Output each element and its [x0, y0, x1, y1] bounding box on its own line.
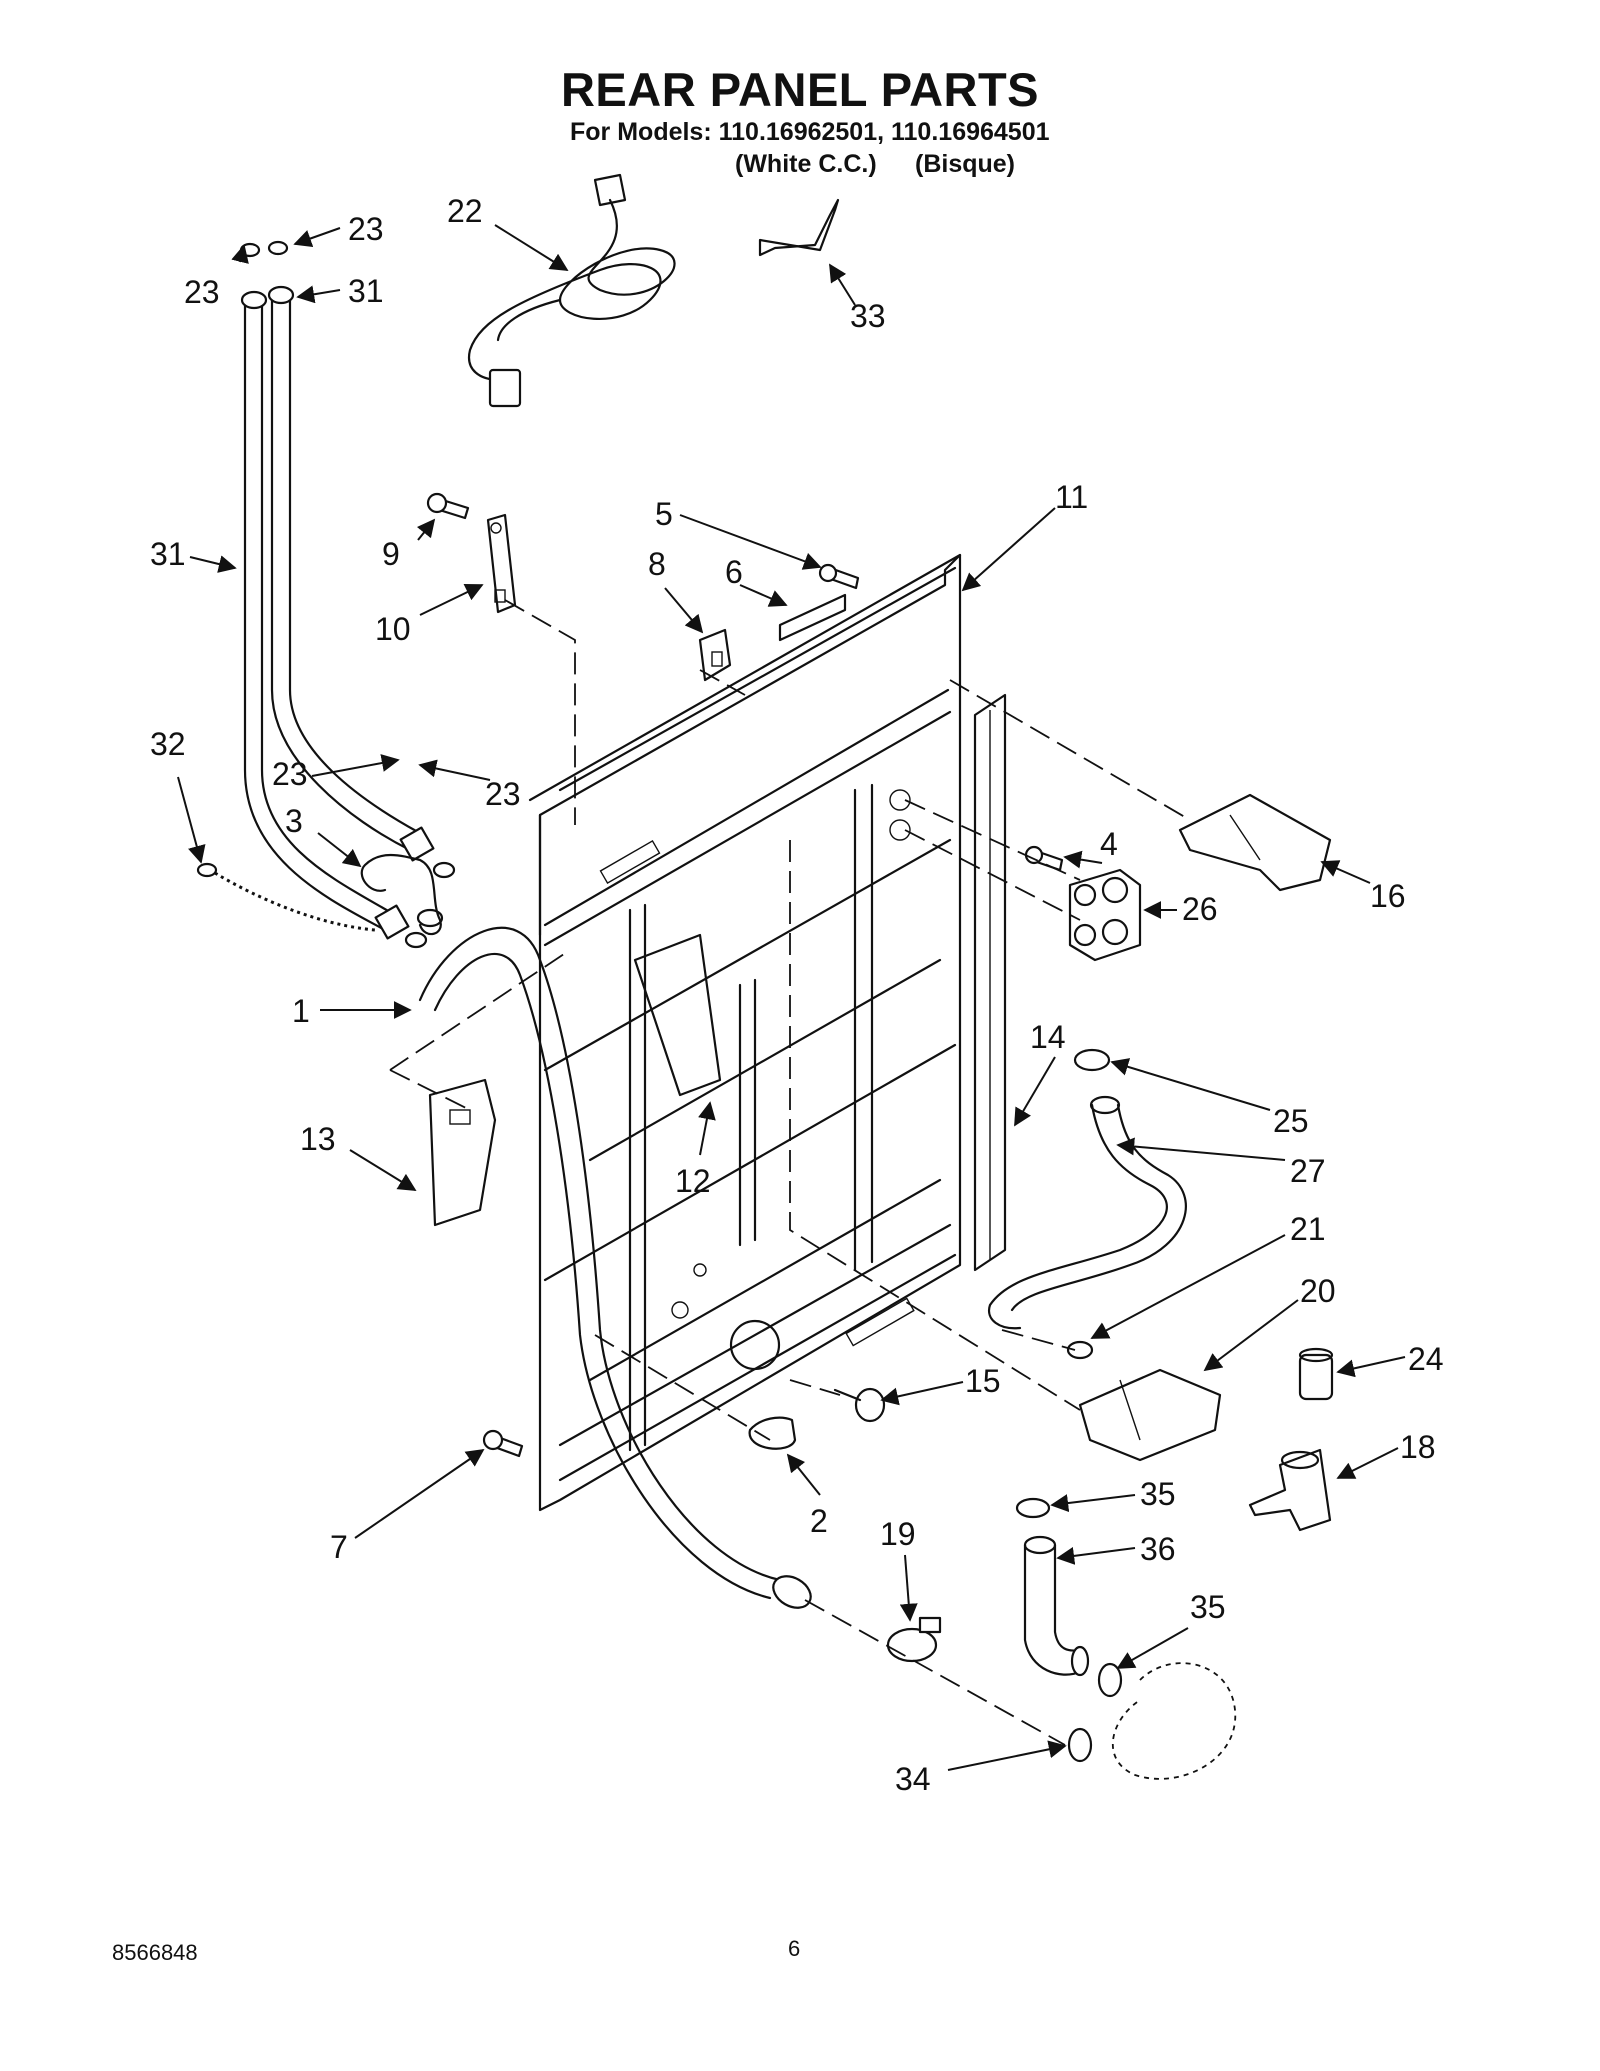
clip-part	[698, 628, 732, 682]
plug-button	[833, 1387, 886, 1423]
callout-10: 10	[375, 611, 411, 647]
callout-19: 19	[880, 1516, 916, 1552]
callout-11: 11	[1055, 479, 1088, 515]
top-trim-strip	[778, 593, 847, 642]
callout-2: 2	[810, 1503, 828, 1539]
callout-21: 21	[1290, 1211, 1326, 1247]
callout-6: 6	[725, 554, 743, 590]
callout-9: 9	[382, 536, 400, 572]
callout-13: 13	[300, 1121, 336, 1157]
capacitor	[1298, 1347, 1334, 1401]
callout-32: 32	[150, 726, 186, 762]
tub-outlet-reference	[1111, 1662, 1236, 1780]
clamp-35-upper	[1015, 1497, 1051, 1519]
screw-5	[818, 563, 860, 590]
callout-23: 23	[348, 211, 384, 247]
callout-24: 24	[1408, 1341, 1444, 1377]
callout-31: 31	[348, 273, 384, 309]
power-cord	[467, 173, 676, 408]
hose-clamp	[360, 853, 444, 936]
clamp-19	[886, 1616, 942, 1663]
clamp-35-lower	[1097, 1662, 1123, 1698]
cover-16	[1178, 793, 1332, 892]
callout-15: 15	[965, 1363, 1001, 1399]
hose-guide	[428, 1078, 497, 1227]
callout-23: 23	[184, 274, 220, 310]
callout-7: 7	[330, 1529, 348, 1565]
callout-34: 34	[895, 1761, 931, 1797]
callout-33: 33	[850, 298, 886, 334]
callout-36: 36	[1140, 1531, 1176, 1567]
bracket-20	[1078, 1368, 1222, 1462]
callout-22: 22	[447, 193, 483, 229]
clamp-ring-25	[1073, 1048, 1111, 1072]
bracket-33	[758, 198, 840, 257]
callout-18: 18	[1400, 1429, 1436, 1465]
pressure-hose	[987, 1095, 1187, 1330]
clamp-34	[1067, 1727, 1093, 1763]
callout-3: 3	[285, 803, 303, 839]
models-line: For Models: 110.16962501, 110.16964501	[570, 118, 1050, 146]
callout-35: 35	[1140, 1476, 1176, 1512]
tie-strap	[196, 862, 376, 932]
callout-20: 20	[1300, 1273, 1336, 1309]
side-trim	[973, 693, 1007, 1272]
callout-5: 5	[655, 496, 673, 532]
hose-clip	[748, 1416, 797, 1450]
callout-31: 31	[150, 536, 186, 572]
callout-16: 16	[1370, 878, 1406, 914]
page-title: REAR PANEL PARTS	[560, 63, 1040, 116]
water-valve	[1068, 868, 1142, 962]
callout-23: 23	[272, 756, 308, 792]
clamp-21	[1066, 1340, 1094, 1360]
rear-panel	[528, 553, 962, 1512]
model-variant-bisque: (Bisque)	[915, 150, 1015, 178]
callout-26: 26	[1182, 891, 1218, 927]
screw-9	[426, 492, 470, 520]
screw-7	[482, 1429, 524, 1458]
page-number: 6	[788, 1936, 801, 1961]
document-number: 8566848	[112, 1940, 198, 1965]
callout-12: 12	[675, 1163, 711, 1199]
pump-hose	[1023, 1535, 1090, 1677]
callout-35: 35	[1190, 1589, 1226, 1625]
model-variant-white: (White C.C.)	[735, 150, 877, 178]
callout-27: 27	[1290, 1153, 1326, 1189]
callout-8: 8	[648, 546, 666, 582]
drain-pump	[1248, 1448, 1332, 1532]
callout-4: 4	[1100, 826, 1118, 862]
callout-25: 25	[1273, 1103, 1309, 1139]
inlet-hoses	[239, 240, 456, 949]
callout-23: 23	[485, 776, 521, 812]
callout-14: 14	[1030, 1019, 1066, 1055]
drain-hose	[418, 926, 812, 1609]
callout-1: 1	[292, 993, 310, 1029]
cord-strap	[486, 513, 517, 614]
